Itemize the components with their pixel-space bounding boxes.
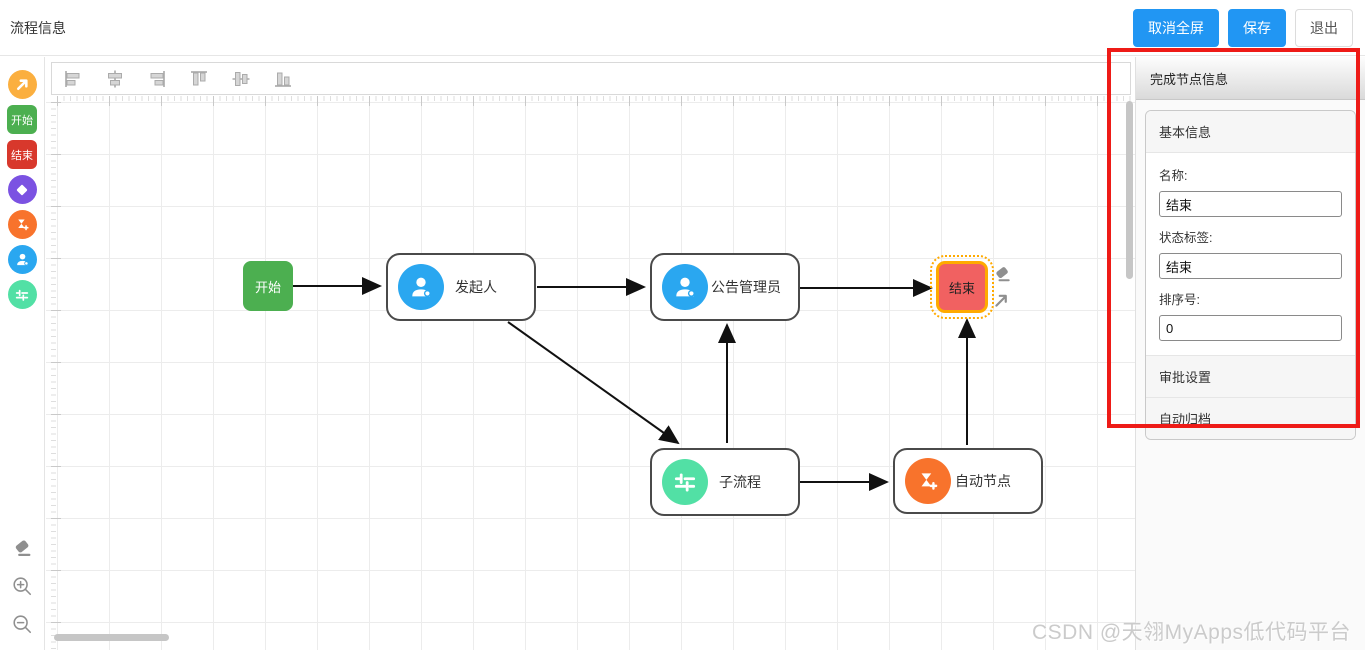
cancel-fullscreen-button[interactable]: 取消全屏 [1133, 8, 1219, 47]
exit-button[interactable]: 退出 [1295, 8, 1353, 47]
align-right-icon[interactable] [146, 68, 168, 90]
node-admin[interactable]: 公告管理员 [650, 253, 800, 321]
node-subflow[interactable]: 子流程 [650, 448, 800, 516]
zoom-out-icon[interactable] [9, 611, 35, 637]
vertical-scrollbar[interactable] [1126, 101, 1133, 279]
node-label: 自动节点 [955, 473, 1011, 489]
horizontal-scrollbar[interactable] [54, 634, 169, 641]
page-title: 流程信息 [10, 19, 66, 36]
zoom-in-icon[interactable] [9, 573, 35, 599]
save-button[interactable]: 保存 [1228, 8, 1286, 47]
node-auto[interactable]: 自动节点 [893, 448, 1043, 514]
flow-canvas[interactable]: 开始 发起人 公告管理员 结束 子流程 自动节点 [46, 57, 1135, 650]
align-bottom-icon[interactable] [272, 68, 294, 90]
align-left-icon[interactable] [62, 68, 84, 90]
sort-number-input[interactable] [1159, 315, 1342, 341]
align-center-horizontal-icon[interactable] [104, 68, 126, 90]
properties-panel: 完成节点信息 基本信息 名称: 状态标签: 排序号: 审批设置 自动归档 [1135, 57, 1365, 650]
node-palette: 开始 结束 [0, 57, 45, 650]
node-end-selected[interactable]: 结束 [930, 255, 994, 319]
node-label: 公告管理员 [711, 279, 781, 295]
canvas-toolbar [51, 62, 1131, 95]
delete-node-eraser-icon[interactable] [991, 263, 1013, 285]
person-icon [398, 264, 444, 310]
person-icon[interactable] [7, 245, 37, 274]
palette-start-node[interactable]: 开始 [7, 105, 37, 134]
node-label: 子流程 [719, 474, 761, 490]
node-label: 结束 [948, 280, 975, 296]
panel-title: 完成节点信息 [1136, 57, 1365, 100]
connect-arrow-icon[interactable] [990, 289, 1012, 311]
node-label: 开始 [254, 279, 281, 295]
eraser-icon[interactable] [9, 535, 35, 561]
auto-node-icon[interactable] [7, 210, 37, 239]
palette-end-node[interactable]: 结束 [7, 140, 37, 169]
name-input[interactable] [1159, 191, 1342, 217]
node-start[interactable]: 开始 [243, 261, 293, 311]
align-middle-vertical-icon[interactable] [230, 68, 252, 90]
section-auto-archive[interactable]: 自动归档 [1146, 397, 1355, 439]
edge-layer [293, 277, 976, 491]
auto-node-icon [905, 458, 951, 504]
edge-initiator-subflow[interactable] [507, 321, 680, 445]
node-initiator[interactable]: 发起人 [386, 253, 536, 321]
properties-card: 基本信息 名称: 状态标签: 排序号: 审批设置 自动归档 [1145, 110, 1356, 440]
section-basic-info[interactable]: 基本信息 [1146, 111, 1355, 153]
node-label: 发起人 [455, 279, 497, 295]
header-actions: 取消全屏 保存 退出 [1133, 8, 1353, 47]
link-arrow-icon[interactable] [7, 70, 37, 99]
section-approval-settings[interactable]: 审批设置 [1146, 355, 1355, 397]
person-icon [662, 264, 708, 310]
subflow-icon[interactable] [7, 280, 37, 309]
status-tag-label: 状态标签: [1159, 231, 1213, 245]
subflow-icon [662, 459, 708, 505]
sort-number-label: 排序号: [1159, 293, 1200, 307]
name-label: 名称: [1159, 169, 1188, 183]
status-tag-input[interactable] [1159, 253, 1342, 279]
align-top-icon[interactable] [188, 68, 210, 90]
basic-info-body: 名称: 状态标签: 排序号: [1146, 153, 1355, 355]
canvas-grid[interactable] [46, 96, 1135, 650]
header-bar: 流程信息 取消全屏 保存 退出 [0, 0, 1365, 56]
diamond-icon[interactable] [7, 175, 37, 204]
